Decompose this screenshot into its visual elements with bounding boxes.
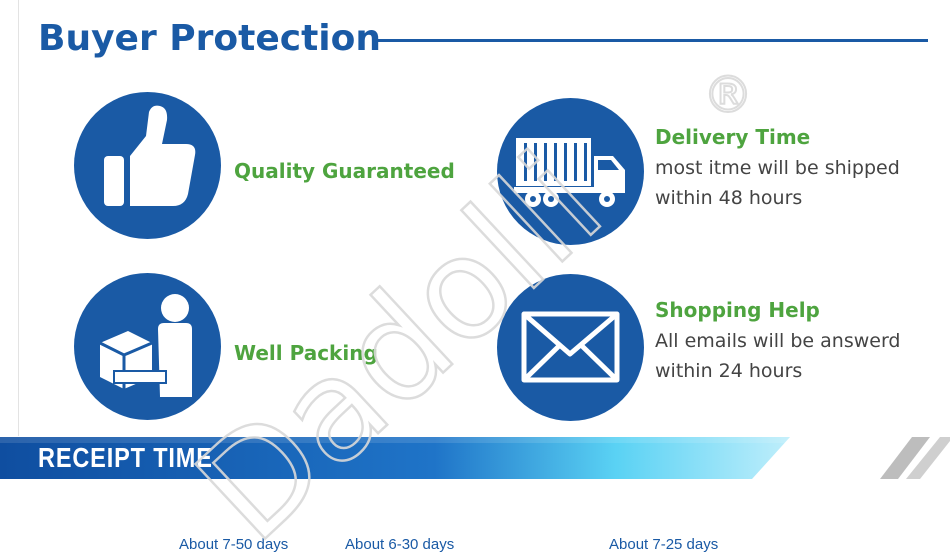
title-underline bbox=[372, 39, 928, 42]
feature-desc-delivery-line-1: most itme will be shipped bbox=[655, 157, 900, 179]
page-title: Buyer Protection bbox=[38, 18, 381, 59]
quality-guaranteed-badge bbox=[74, 92, 221, 239]
banner-background bbox=[0, 437, 950, 479]
thumbs-up-icon bbox=[104, 105, 196, 206]
feature-title-delivery: Delivery Time bbox=[655, 125, 811, 149]
receipt-time-1: About 7-50 days bbox=[179, 536, 289, 553]
feature-title-help: Shopping Help bbox=[655, 298, 820, 322]
shopping-help-badge bbox=[497, 274, 644, 421]
banner-title: RECEIPT TIME bbox=[38, 442, 213, 473]
receipt-time-3: About 7-25 days bbox=[609, 536, 719, 553]
feature-title-quality: Quality Guaranteed bbox=[234, 159, 455, 183]
delivery-time-badge bbox=[497, 98, 644, 245]
receipt-time-banner: RECEIPT TIME bbox=[0, 437, 950, 479]
envelope-icon bbox=[521, 311, 620, 383]
delivery-truck-icon bbox=[514, 138, 625, 207]
receipt-time-2: About 6-30 days bbox=[345, 536, 455, 553]
well-packing-badge bbox=[74, 273, 221, 420]
feature-desc-delivery-line-2: within 48 hours bbox=[655, 187, 803, 209]
feature-desc-help-line-1: All emails will be answerd bbox=[655, 330, 901, 352]
feature-title-packing: Well Packing bbox=[234, 341, 378, 365]
feature-desc-help-line-2: within 24 hours bbox=[655, 360, 803, 382]
person-carrying-box-icon bbox=[99, 294, 192, 397]
